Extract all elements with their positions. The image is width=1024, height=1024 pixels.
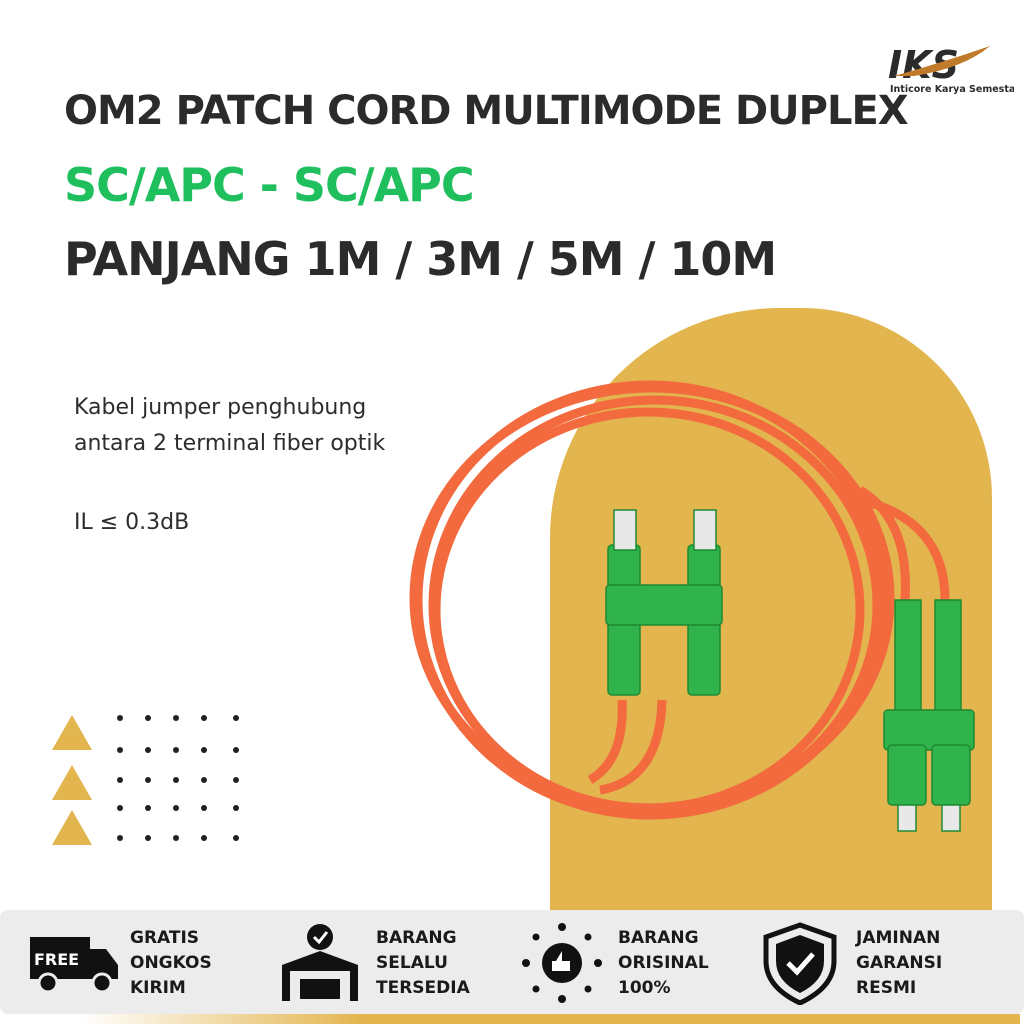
feature-line: BARANG (376, 927, 457, 948)
feature-always-available: BARANG SELALU TERSEDIA (272, 918, 470, 1008)
description-line-2: antara 2 terminal fiber optik (74, 431, 386, 456)
feature-official-warranty: JAMINAN GARANSI RESMI (752, 918, 942, 1008)
feature-line: ORISINAL (618, 952, 709, 973)
feature-line: SELALU (376, 952, 448, 973)
shield-check-icon (763, 922, 837, 1005)
headline-title: OM2 PATCH CORD MULTIMODE DUPLEX (64, 88, 909, 134)
warehouse-check-icon (282, 924, 358, 1001)
spec-insertion-loss: IL ≤ 0.3dB (74, 510, 190, 535)
svg-text:FREE: FREE (34, 950, 79, 969)
feature-line: GARANSI (856, 952, 943, 973)
svg-text:Inticore Karya Semesta: Inticore Karya Semesta (890, 84, 1014, 95)
feature-line: BARANG (618, 927, 699, 948)
feature-line: ONGKOS (130, 952, 212, 973)
free-truck-icon: FREE (30, 937, 118, 994)
headline-lengths: PANJANG 1M / 3M / 5M / 10M (64, 232, 777, 286)
iks-logo: IKS Inticore Karya Semesta (884, 42, 1015, 102)
feature-line: RESMI (856, 977, 917, 998)
feature-line: TERSEDIA (376, 977, 470, 998)
headline-connector-type: SC/APC - SC/APC (64, 158, 475, 212)
description-line-1: Kabel jumper penghubung (74, 395, 367, 420)
description: Kabel jumper penghubung antara 2 termina… (74, 390, 385, 462)
feature-line: JAMINAN (856, 927, 941, 948)
gold-bottom-stripe (80, 1014, 1020, 1024)
feature-line: GRATIS (130, 927, 200, 948)
decorative-triangles-dots (52, 715, 239, 845)
features-bar (0, 910, 1024, 1014)
feature-original: BARANG ORISINAL 100% (514, 918, 709, 1008)
feature-line: KIRIM (130, 977, 186, 998)
feature-free-shipping: FREE GRATIS ONGKOS KIRIM (26, 918, 212, 1008)
thumbs-up-badge-icon (522, 923, 602, 1003)
feature-line: 100% (618, 977, 671, 998)
